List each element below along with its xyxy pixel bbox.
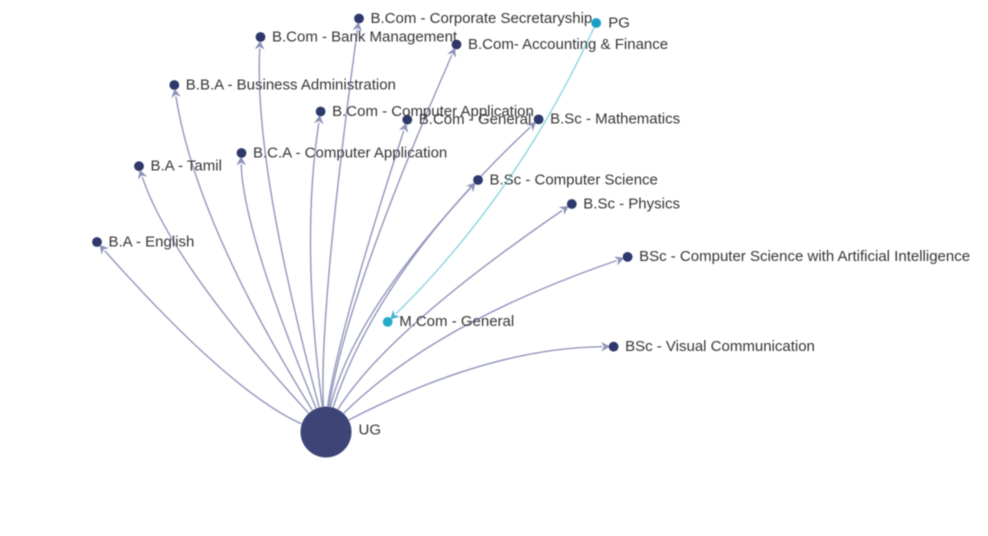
svg-text:B.Com- Accounting & Finance: B.Com- Accounting & Finance [468,36,668,53]
svg-text:UG: UG [359,422,382,439]
svg-text:B.Com - Bank Management: B.Com - Bank Management [272,28,458,45]
svg-text:M.Com - General: M.Com - General [399,313,514,330]
svg-text:B.Sc - Mathematics: B.Sc - Mathematics [550,111,680,128]
svg-text:PG: PG [608,14,630,31]
svg-text:B.Com - General: B.Com - General [419,111,532,128]
svg-text:B.Sc - Computer Science: B.Sc - Computer Science [490,171,658,188]
svg-text:B.Sc - Physics: B.Sc - Physics [583,195,680,212]
svg-text:B.A - English: B.A - English [109,233,195,250]
svg-text:B.A - Tamil: B.A - Tamil [151,158,222,175]
svg-text:B.Com - Corporate Secretaryshi: B.Com - Corporate Secretaryship [371,10,593,27]
svg-text:B.Com - Computer Application: B.Com - Computer Application [332,103,534,120]
svg-text:B.B.A - Business Administratio: B.B.A - Business Administration [186,76,396,93]
svg-text:BSc - Computer Science with Ar: BSc - Computer Science with Artificial I… [639,248,970,265]
svg-text:B.C.A - Computer Application: B.C.A - Computer Application [253,144,447,161]
svg-text:BSc - Visual Communication: BSc - Visual Communication [625,338,815,355]
